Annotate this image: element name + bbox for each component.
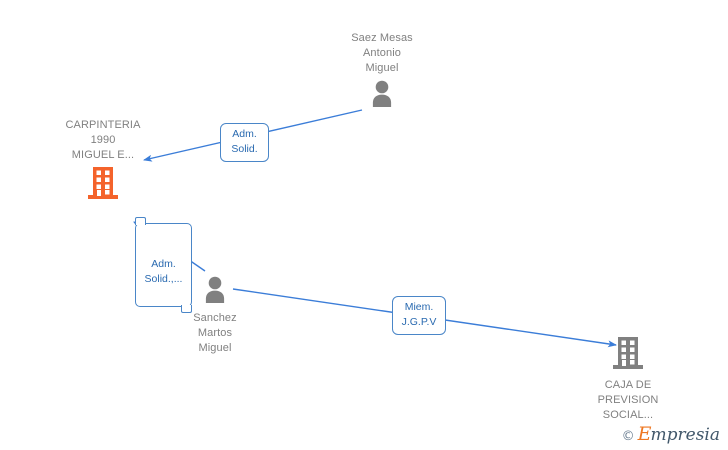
person-icon[interactable] — [201, 275, 229, 308]
node-label-sanchez-martos: Sanchez Martos Miguel — [193, 312, 237, 354]
node-label-carpinteria: CARPINTERIA 1990 MIGUEL E... — [65, 119, 141, 161]
watermark-empresia: © E mpresia — [621, 423, 721, 445]
edge-label-adm-solid-multi[interactable]: Adm. Solid.,... — [135, 217, 192, 313]
building-icon[interactable] — [87, 166, 119, 205]
copyright-icon: © — [621, 429, 635, 444]
callout-notch-top-left — [135, 217, 146, 225]
node-carpinteria[interactable]: CARPINTERIA 1990 MIGUEL E... — [23, 118, 183, 205]
building-icon[interactable] — [612, 336, 644, 375]
node-saez-mesas[interactable]: Saez Mesas Antonio Miguel — [302, 31, 462, 112]
watermark-brand-initial: E — [637, 423, 652, 445]
node-caja-prevision[interactable]: CAJA DE PREVISION SOCIAL... — [548, 336, 708, 423]
edge-label-miem-jgpv[interactable]: Miem. J.G.P.V — [392, 296, 446, 335]
person-icon[interactable] — [368, 79, 396, 112]
edge-label-adm-solid-multi-text: Adm. Solid.,... — [144, 258, 183, 285]
watermark-brand-rest: mpresia — [650, 425, 721, 445]
node-sanchez-martos[interactable]: Sanchez Martos Miguel — [135, 275, 295, 356]
edge-label-adm-solid[interactable]: Adm. Solid. — [220, 123, 269, 162]
node-label-caja-prevision: CAJA DE PREVISION SOCIAL... — [597, 379, 659, 421]
node-label-saez-mesas: Saez Mesas Antonio Miguel — [351, 32, 413, 74]
callout-notch-bottom-right — [181, 305, 192, 313]
